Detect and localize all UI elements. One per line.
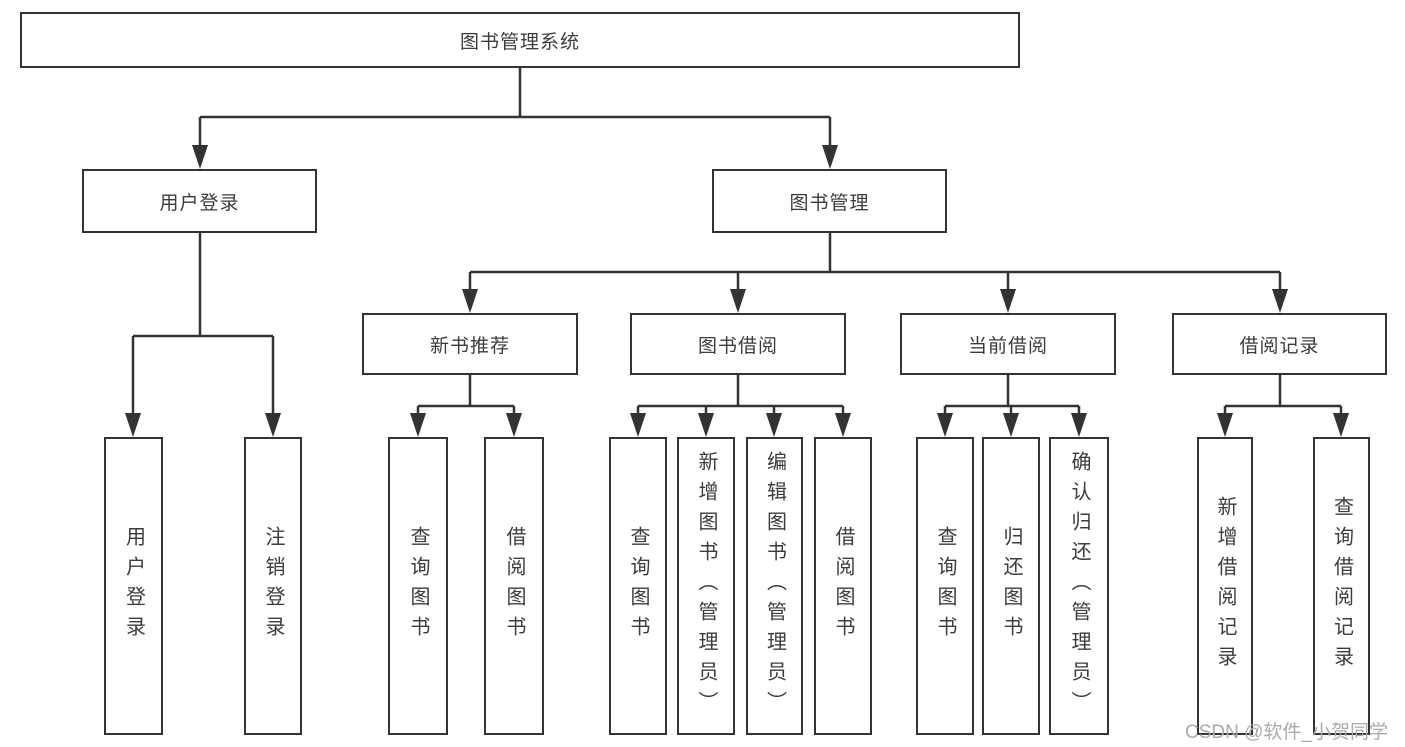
leaf-query-borrow-record: 查询借阅记录 bbox=[1313, 437, 1370, 735]
node-book-management: 图书管理 bbox=[712, 169, 947, 233]
leaf-add-book-admin: 新增图书（管理员） bbox=[677, 437, 735, 735]
leaf-logout: 注销登录 bbox=[244, 437, 302, 735]
leaf-return-book: 归还图书 bbox=[982, 437, 1040, 735]
node-new-book-recommendation: 新书推荐 bbox=[362, 313, 578, 375]
leaf-borrow-books-recommend: 借阅图书 bbox=[484, 437, 544, 735]
csdn-watermark: CSDN @软件_小贺同学 bbox=[1185, 722, 1388, 743]
leaf-confirm-return-admin: 确认归还（管理员） bbox=[1049, 437, 1109, 735]
leaf-borrow-books: 借阅图书 bbox=[814, 437, 872, 735]
leaf-add-borrow-record: 新增借阅记录 bbox=[1197, 437, 1253, 735]
node-borrowing-records: 借阅记录 bbox=[1172, 313, 1387, 375]
leaf-user-login: 用户登录 bbox=[104, 437, 163, 735]
leaf-query-books-borrowing: 查询图书 bbox=[609, 437, 667, 735]
node-user-login: 用户登录 bbox=[82, 169, 317, 233]
leaf-query-books-recommend: 查询图书 bbox=[388, 437, 448, 735]
node-current-borrowing: 当前借阅 bbox=[900, 313, 1116, 375]
node-library-management-system: 图书管理系统 bbox=[20, 12, 1020, 68]
leaf-query-books-current: 查询图书 bbox=[916, 437, 974, 735]
node-book-borrowing: 图书借阅 bbox=[630, 313, 846, 375]
leaf-edit-book-admin: 编辑图书（管理员） bbox=[746, 437, 803, 735]
